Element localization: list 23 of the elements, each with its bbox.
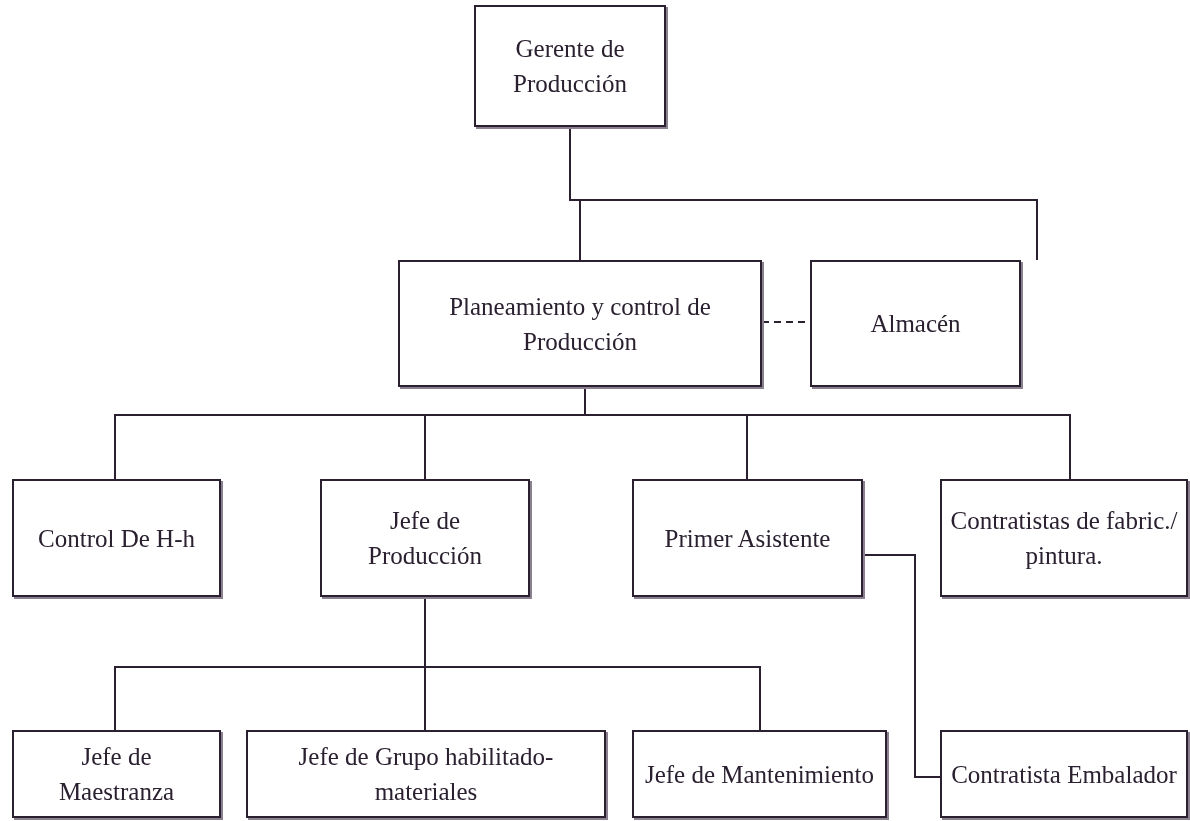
box-label: Planeamiento y control de Producción bbox=[448, 291, 712, 357]
org-box bbox=[940, 479, 1188, 597]
org-box bbox=[940, 730, 1188, 818]
box-label: Jefe de Producción bbox=[367, 506, 483, 571]
org-box bbox=[632, 730, 887, 818]
org-box bbox=[12, 479, 221, 597]
box-label: Control De H-h bbox=[38, 523, 195, 554]
org-box bbox=[12, 730, 221, 818]
org-box bbox=[632, 479, 863, 597]
box-label: Jefe de Mantenimiento bbox=[644, 759, 875, 790]
box-label: Contratistas de fabric./ pintura. bbox=[950, 506, 1178, 571]
connector-line bbox=[862, 554, 941, 778]
box-label: Contratista Embalador bbox=[951, 759, 1177, 790]
box-label: Jefe de Maestranza bbox=[57, 742, 176, 807]
box-label: Primer Asistente bbox=[664, 523, 831, 554]
org-box bbox=[246, 730, 606, 818]
org-box bbox=[474, 5, 666, 127]
box-label: Almacén bbox=[870, 309, 961, 339]
org-box bbox=[810, 260, 1021, 387]
box-label: Jefe de Grupo habilitado-materiales bbox=[297, 742, 555, 807]
org-box bbox=[320, 479, 530, 597]
box-label: Gerente de Producción bbox=[512, 34, 628, 99]
org-box bbox=[398, 260, 762, 387]
